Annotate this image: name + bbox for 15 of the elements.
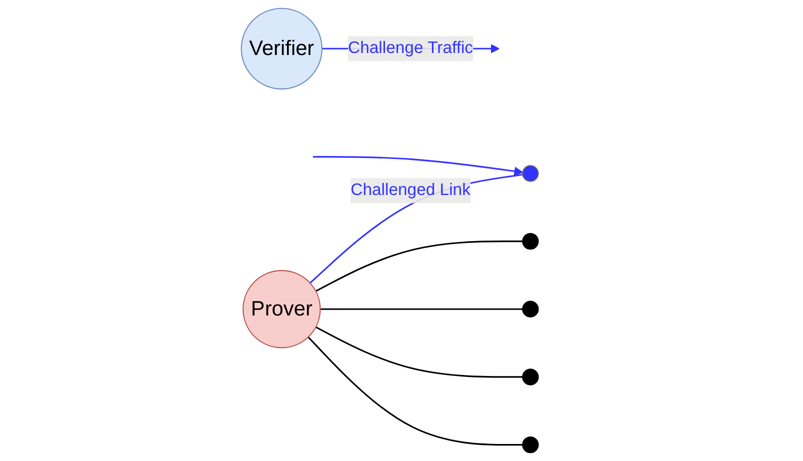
connector <box>315 240 523 292</box>
connector <box>309 174 523 284</box>
connector <box>320 308 523 310</box>
node-circle: Prover <box>242 270 321 348</box>
connector <box>308 336 523 446</box>
node-circle <box>522 436 539 454</box>
node-circle <box>522 232 539 250</box>
node-circle <box>522 165 539 182</box>
edge-label: Challenged Link <box>350 181 470 200</box>
edge-label: Challenge Traffic <box>348 39 473 58</box>
node-circle <box>522 300 539 318</box>
node-circle <box>522 368 539 386</box>
connector <box>315 326 523 378</box>
arrow <box>312 156 524 176</box>
node-circle: Verifier <box>240 8 322 90</box>
